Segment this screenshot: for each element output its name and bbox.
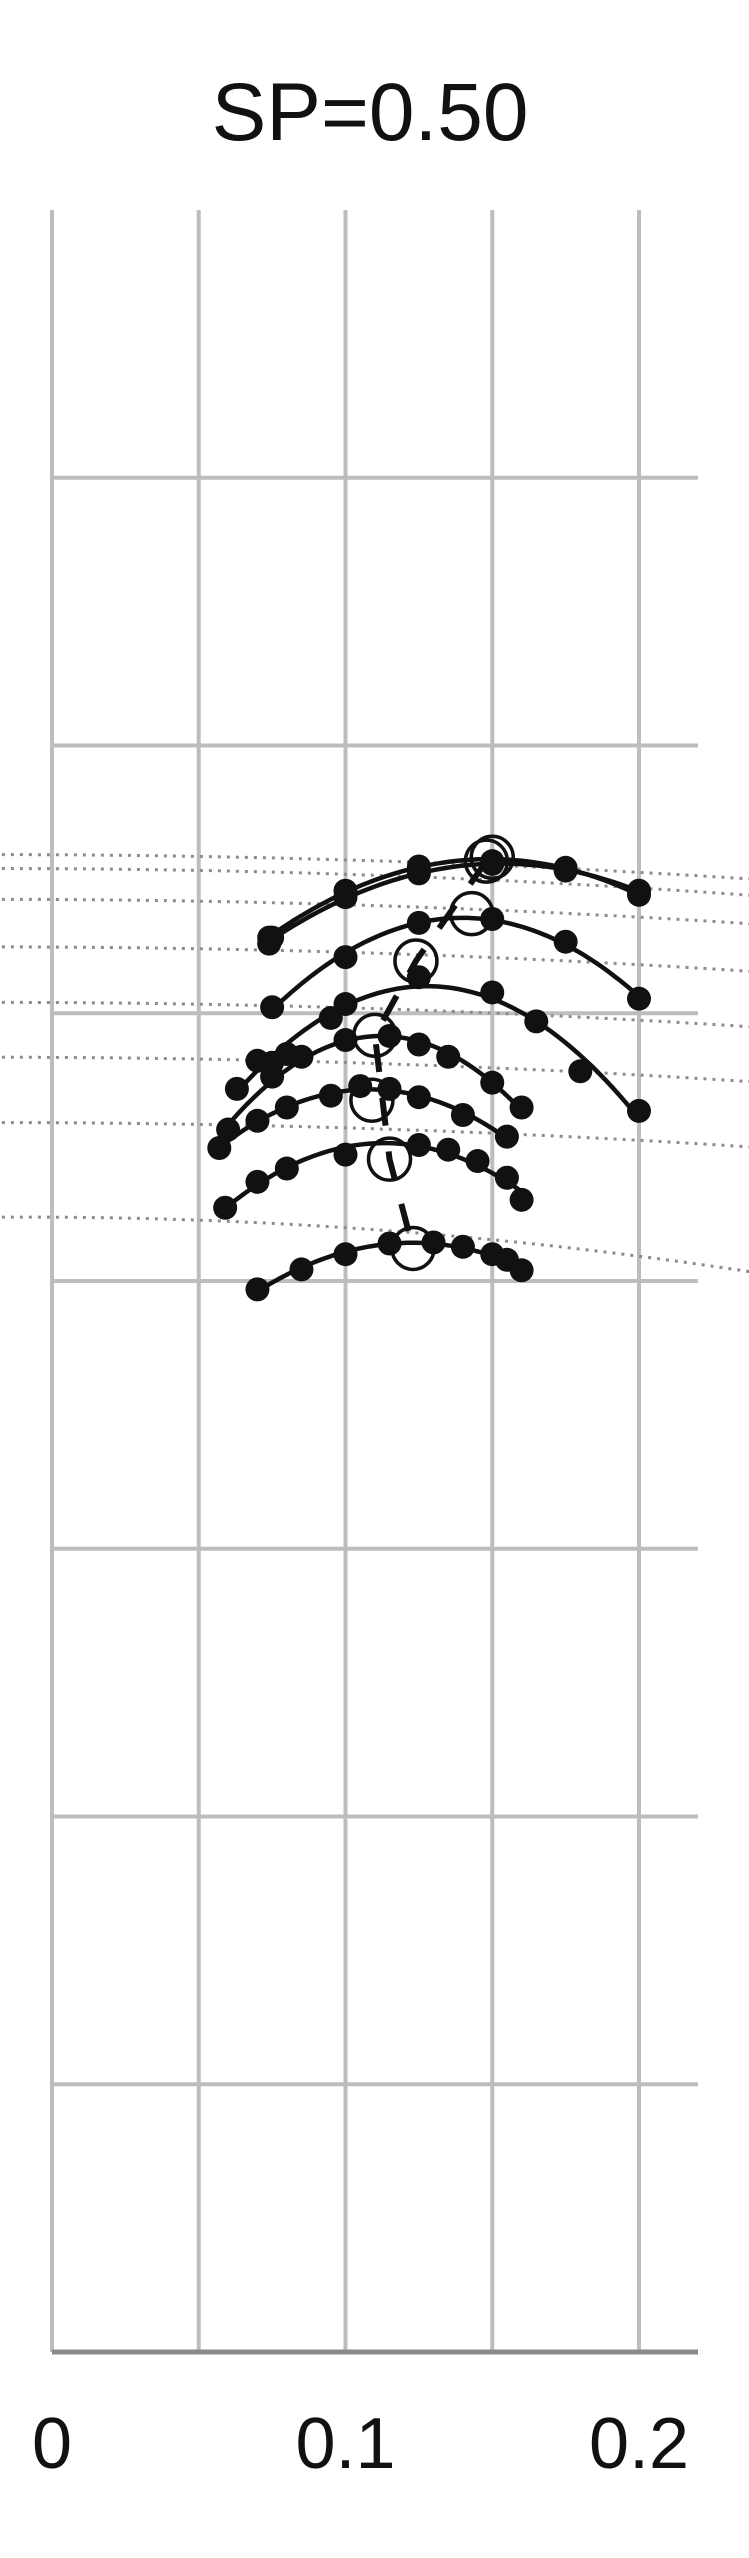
data-point [333,1142,358,1167]
x-tick-label: 0.2 [589,2404,689,2484]
data-point [480,980,505,1005]
data-point [289,1257,314,1282]
dotted-reference-line [0,897,749,926]
fitted-curve [270,915,641,1012]
data-point [480,849,505,874]
data-point [480,1070,505,1095]
data-point [553,855,578,880]
data-point [509,1258,534,1283]
peak-marker [469,834,515,881]
dashed-peak-locus [371,859,489,1250]
data-point [524,1009,549,1034]
data-point [406,854,431,879]
peak-marker [352,1012,398,1059]
fitted-curve [235,983,641,1120]
data-point [406,1132,431,1157]
data-point [465,1149,490,1174]
x-tick-label: 0 [32,2404,72,2484]
data-point [274,1156,299,1181]
data-point [245,1277,270,1302]
data-points [207,849,651,1302]
data-point [333,1242,358,1267]
data-point [333,1028,358,1053]
data-point [274,1095,299,1120]
data-point [333,945,358,970]
peak-locus [371,859,489,1250]
x-tick-labels: 0 0.1 0.2 [32,2404,689,2484]
dotted-reference-line [0,1000,749,1029]
data-point [333,878,358,903]
chart-title: SP=0.50 [212,67,529,158]
data-point [333,992,358,1017]
grid-lines [50,210,698,2352]
data-point [406,1085,431,1110]
peak-marker [393,938,439,984]
dotted-reference-line [0,853,749,881]
data-point [318,1083,343,1108]
data-point [406,910,431,935]
data-point [260,1064,285,1089]
data-point [509,1187,534,1212]
data-point [245,1169,270,1194]
dotted-reference-line [0,945,749,973]
dotted-reference-line [0,1215,749,1274]
data-point [245,1108,270,1133]
dotted-reference-line [0,1121,749,1149]
dotted-reference-line [0,867,749,897]
data-point [377,1023,402,1048]
data-point [568,1059,593,1084]
data-point [436,1137,461,1162]
data-point [207,1135,232,1160]
peak-marker [390,1225,436,1272]
data-point [406,1032,431,1057]
data-point [216,1117,241,1142]
peak-marker [366,1136,413,1182]
data-point [289,1044,314,1069]
data-point [627,1098,651,1123]
data-point [436,1044,461,1069]
peak-marker [463,838,510,884]
data-point [224,1076,249,1101]
data-point [494,1165,519,1190]
data-point [257,925,282,950]
peak-marker [448,890,495,937]
peak-markers [349,834,515,1272]
peak-marker [349,1077,395,1123]
data-point [553,929,578,954]
data-point [627,986,651,1011]
data-point [494,1124,519,1149]
data-point [213,1195,238,1220]
x-tick-label: 0.1 [295,2404,395,2484]
reference-lines [0,853,749,1274]
data-point [450,1102,475,1127]
data-point [260,995,285,1020]
data-point [450,1234,475,1259]
dotted-reference-line [0,1055,749,1084]
data-point [627,882,651,907]
data-point [509,1095,534,1120]
